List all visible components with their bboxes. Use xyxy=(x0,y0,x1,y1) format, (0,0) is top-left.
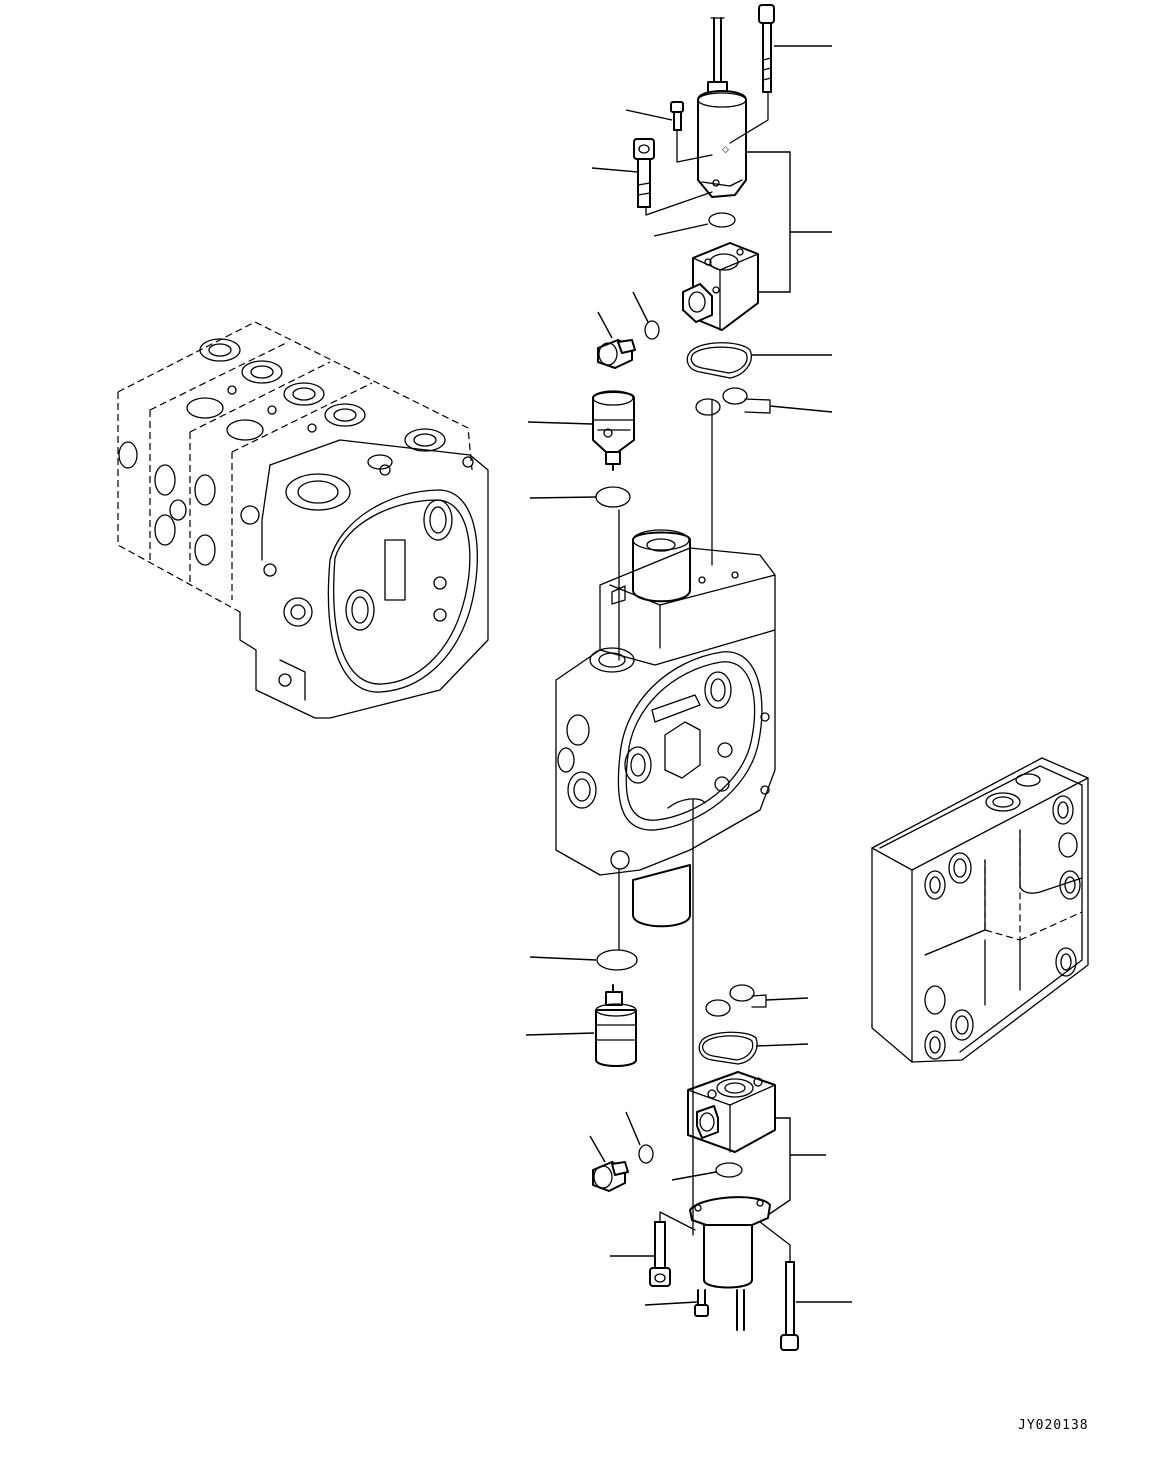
connector-lower xyxy=(729,984,767,1008)
valve-cartridge-upper xyxy=(592,390,635,471)
long-bolt-lower xyxy=(780,1261,799,1351)
bolt-left-lower xyxy=(649,1221,671,1287)
o-ring-lower-right xyxy=(705,999,731,1017)
end-plate-reference xyxy=(871,757,1089,1063)
long-bolt-upper xyxy=(758,4,775,93)
o-ring-lower-side xyxy=(638,1144,654,1164)
o-ring-cartridge-lower xyxy=(596,949,638,971)
small-screw-lower xyxy=(694,1289,709,1317)
o-ring-upper-side xyxy=(644,320,660,340)
main-valve-section xyxy=(555,529,776,928)
leader-lines xyxy=(525,45,852,1306)
bottom-solenoid-group xyxy=(592,949,799,1351)
gasket-upper xyxy=(686,342,752,379)
lower-solenoid xyxy=(689,1196,771,1331)
drawing-code: JY020138 xyxy=(1018,1418,1089,1433)
bolt-left-upper xyxy=(633,138,655,208)
top-solenoid-group: ◇ xyxy=(592,4,775,508)
o-ring-cartridge-upper xyxy=(595,486,631,508)
plug-lower xyxy=(592,1161,629,1192)
o-ring-upper-small xyxy=(708,212,736,228)
o-ring-lower-small xyxy=(715,1162,743,1178)
gasket-lower xyxy=(698,1031,758,1065)
valve-cartridge-lower xyxy=(595,984,637,1067)
o-ring-upper-right xyxy=(695,398,721,416)
connector-upper xyxy=(722,387,771,414)
valve-bank-assembly xyxy=(117,321,489,719)
small-screw-upper xyxy=(670,101,684,131)
lower-valve-block xyxy=(687,1071,776,1153)
svg-text:◇: ◇ xyxy=(722,145,729,155)
upper-valve-block xyxy=(682,242,759,331)
plug-upper xyxy=(597,339,636,369)
upper-solenoid: ◇ xyxy=(697,81,747,198)
